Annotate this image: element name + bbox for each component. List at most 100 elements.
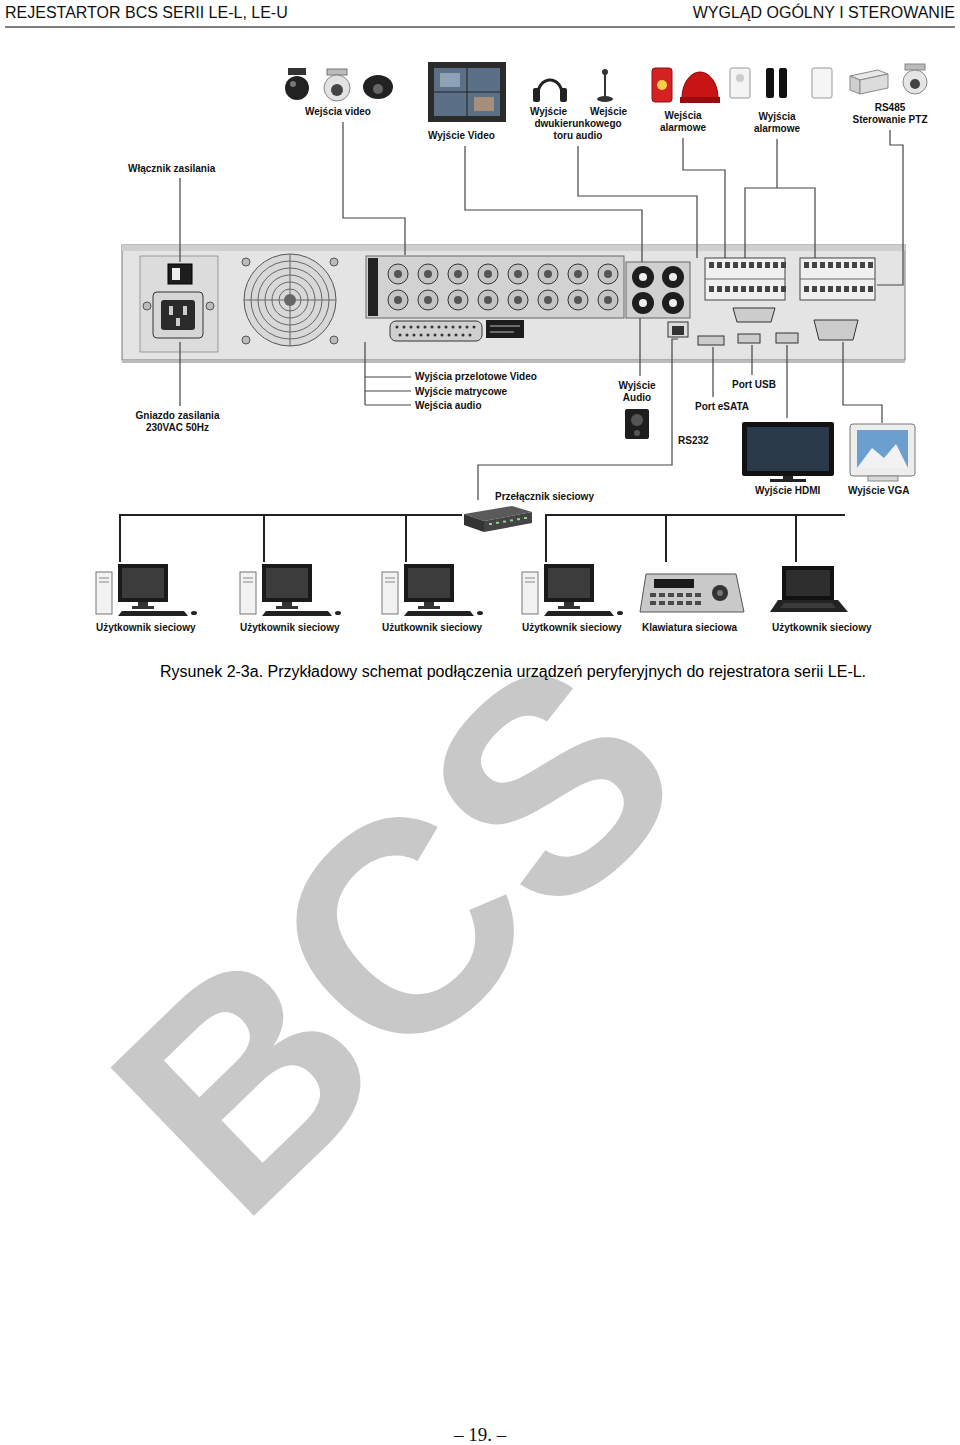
drive-slot bbox=[243, 582, 253, 583]
loop-audio-plate bbox=[486, 320, 524, 338]
leader-line bbox=[179, 342, 180, 406]
callout-label: RS232 bbox=[678, 435, 709, 447]
video-input-bnc bbox=[478, 290, 498, 310]
computer-icon bbox=[236, 562, 346, 617]
connector-pin bbox=[473, 326, 476, 329]
microphone-base bbox=[597, 96, 613, 102]
connector-pin bbox=[413, 334, 416, 337]
network-cable bbox=[608, 515, 796, 562]
computer-icon bbox=[92, 562, 202, 617]
terminal-screw bbox=[725, 262, 730, 268]
hdmi-port bbox=[776, 333, 798, 343]
keyboard-button bbox=[650, 593, 656, 597]
bnc-pin bbox=[454, 296, 462, 304]
monitor bbox=[544, 564, 594, 602]
computer-icon bbox=[518, 562, 628, 617]
connector-pin bbox=[396, 326, 399, 329]
terminal-screw bbox=[733, 286, 738, 292]
bnc-pin bbox=[604, 296, 612, 304]
vga-monitor bbox=[850, 424, 915, 476]
inlet-pin bbox=[183, 306, 187, 315]
usb-port bbox=[738, 334, 760, 343]
page-header: WYGLĄD OGÓLNY I STEROWANIE bbox=[693, 3, 955, 22]
joystick bbox=[712, 585, 728, 601]
switch-rocker bbox=[172, 268, 180, 280]
inlet-pin bbox=[169, 306, 173, 315]
bnc-pin bbox=[544, 296, 552, 304]
video-input-bnc bbox=[418, 290, 438, 310]
leader-line bbox=[578, 146, 697, 258]
connector-pin bbox=[427, 334, 430, 337]
terminal-screw bbox=[741, 262, 746, 268]
callout-label: Włącznik zasilania bbox=[128, 163, 215, 175]
video-input-bnc bbox=[568, 264, 588, 284]
alarm-siren bbox=[652, 68, 672, 102]
terminal-screw bbox=[812, 286, 817, 292]
mouse bbox=[335, 611, 341, 615]
keyboard bbox=[404, 611, 474, 616]
drive-slot bbox=[243, 578, 253, 579]
callout-label: RS485 bbox=[875, 102, 906, 114]
video-output-bnc bbox=[632, 292, 654, 314]
terminal-screw bbox=[836, 286, 841, 292]
screw bbox=[206, 302, 214, 310]
terminal-screw bbox=[781, 262, 786, 268]
video-monitor bbox=[428, 62, 506, 122]
panel-housing bbox=[122, 245, 905, 360]
computer-tower bbox=[96, 572, 112, 614]
bnc-pin bbox=[484, 270, 492, 278]
connector-pin bbox=[455, 334, 458, 337]
device-label: Użytkownik sieciowy bbox=[518, 622, 621, 634]
video-output-bnc bbox=[632, 266, 654, 288]
bnc-pin bbox=[669, 299, 677, 307]
screen-tile bbox=[440, 73, 460, 87]
switch-led bbox=[517, 518, 520, 520]
peripheral-devices bbox=[285, 62, 927, 122]
network-switch: Przełącznik sieciowy bbox=[462, 486, 608, 534]
laptop-icon bbox=[768, 562, 878, 617]
terminal-screw bbox=[773, 262, 778, 268]
keyboard bbox=[118, 611, 188, 616]
switch-led bbox=[489, 523, 492, 525]
terminal-block bbox=[705, 258, 785, 300]
video-input-bnc bbox=[448, 290, 468, 310]
device-label: Klawiatura sieciowa bbox=[638, 622, 737, 634]
laptop-lid bbox=[782, 566, 834, 600]
bnc-pin bbox=[424, 296, 432, 304]
connector-pin bbox=[406, 334, 409, 337]
connector-pin bbox=[445, 326, 448, 329]
laptop-screen bbox=[786, 570, 830, 596]
network-bus bbox=[796, 514, 845, 516]
terminal-screw bbox=[844, 262, 849, 268]
drive-slot bbox=[99, 582, 109, 583]
bnc-pin bbox=[514, 270, 522, 278]
terminal-screw bbox=[860, 286, 865, 292]
terminal-screw bbox=[717, 286, 722, 292]
connector-pin bbox=[448, 334, 451, 337]
bnc-pin bbox=[669, 273, 677, 281]
callout-label: Port USB bbox=[732, 379, 776, 391]
monitor-base bbox=[770, 479, 806, 482]
leader-line bbox=[683, 138, 725, 258]
leader-line bbox=[639, 318, 640, 376]
connector-pin bbox=[403, 326, 406, 329]
callout-label: Gniazdo zasilania 230VAC 50Hz bbox=[125, 410, 230, 434]
device-label: Użytkownik sieciowy bbox=[768, 622, 871, 634]
mouse bbox=[477, 611, 483, 615]
terminal-screw bbox=[828, 286, 833, 292]
callout-label: Wyjście VGA bbox=[848, 485, 910, 497]
leader-line bbox=[843, 342, 882, 423]
keyboard-icon bbox=[638, 562, 748, 617]
power-inlet bbox=[153, 292, 203, 338]
connector-pin bbox=[434, 334, 437, 337]
network-cable bbox=[264, 515, 462, 562]
inlet-pin bbox=[176, 318, 180, 326]
sensor-window bbox=[736, 74, 744, 82]
terminal-screw bbox=[860, 262, 865, 268]
plate-marking bbox=[490, 332, 514, 333]
output-devices bbox=[625, 409, 915, 482]
switch-led bbox=[496, 522, 499, 524]
bnc-pin bbox=[639, 273, 647, 281]
ptz-dome bbox=[903, 70, 927, 94]
terminal-screw bbox=[757, 262, 762, 268]
